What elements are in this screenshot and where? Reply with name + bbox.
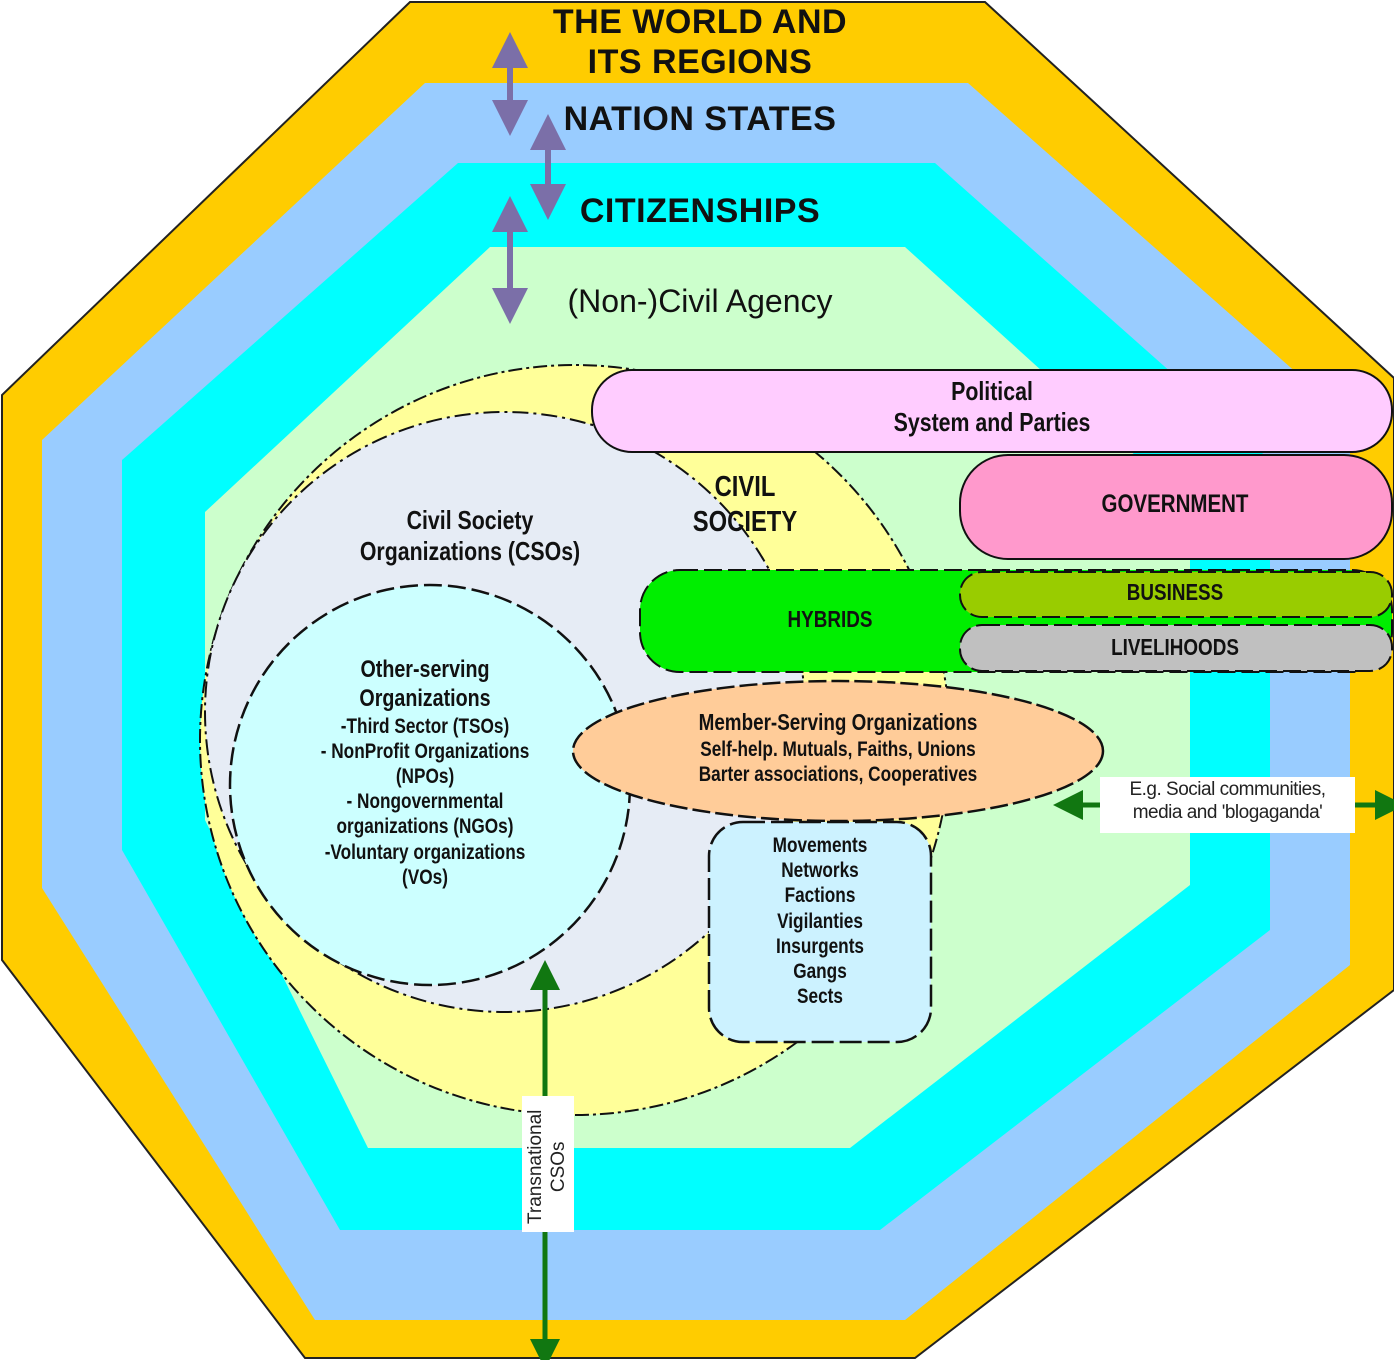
business-label: BUSINESS xyxy=(1126,579,1224,605)
livelihoods-box xyxy=(959,624,1393,672)
other-serving-item: -Third Sector (TSOs) xyxy=(340,714,510,738)
hybrids-label: HYBRIDS xyxy=(787,606,873,632)
movements-item: Movements xyxy=(772,834,868,857)
business-box xyxy=(959,571,1393,618)
member-serving-label: Member-Serving Organizations Self-help. … xyxy=(618,709,1058,787)
social-media-note-line-1: E.g. Social communities, xyxy=(1129,779,1326,800)
government-box xyxy=(959,454,1393,560)
social-media-note: E.g. Social communities, media and 'blog… xyxy=(1100,779,1355,825)
political-line-2: System and Parties xyxy=(893,407,1091,438)
transnational-label-bg xyxy=(522,1096,574,1232)
other-serving-item: organizations (NGOs) xyxy=(336,815,514,839)
movements-item: Vigilanties xyxy=(777,909,863,933)
transnational-line-1: Transnational xyxy=(525,1109,547,1225)
political-line-1: Political xyxy=(951,376,1033,406)
transnational-line-2: CSOs xyxy=(548,1141,569,1193)
social-media-note-bg xyxy=(1100,777,1355,833)
other-serving-item: (NPOs) xyxy=(395,764,455,788)
world-regions-line-1: THE WORLD AND xyxy=(552,3,848,41)
movements-item: Factions xyxy=(784,884,856,908)
civil-society-line-2: SOCIETY xyxy=(692,505,798,538)
movements-item: Networks xyxy=(781,859,859,883)
member-serving-title: Member-Serving Organizations xyxy=(698,709,978,735)
transnational-csos-label: Transnational CSOs xyxy=(525,1099,571,1235)
political-system-box xyxy=(591,369,1393,453)
nation-states-label: NATION STATES xyxy=(563,100,837,138)
other-serving-title-2: Organizations xyxy=(359,684,491,712)
civil-society-line-1: CIVIL xyxy=(714,471,776,503)
movements-box xyxy=(707,820,933,1044)
other-serving-title-1: Other-serving xyxy=(360,656,490,683)
civil-agency-label: (Non-)Civil Agency xyxy=(567,283,833,319)
civil-society-label: CIVIL SOCIETY xyxy=(660,470,830,540)
other-serving-item: - NonProfit Organizations xyxy=(320,739,530,763)
citizenships-label: CITIZENSHIPS xyxy=(579,192,821,230)
social-media-note-line-2: media and 'blogaganda' xyxy=(1132,801,1323,823)
other-serving-item: -Voluntary organizations xyxy=(324,840,526,864)
political-system-label: Political System and Parties xyxy=(792,376,1192,438)
movements-item: Sects xyxy=(797,985,843,1009)
livelihoods-label: LIVELIHOODS xyxy=(1111,634,1239,660)
member-serving-line-2: Self-help. Mutuals, Faiths, Unions xyxy=(700,737,976,761)
world-regions-line-2: ITS REGIONS xyxy=(587,43,813,81)
csos-label: Civil Society Organizations (CSOs) xyxy=(300,505,640,567)
csos-line-2: Organizations (CSOs) xyxy=(359,536,581,567)
movements-item: Insurgents xyxy=(775,934,865,958)
other-serving-item: - Nongovernmental xyxy=(346,790,504,814)
member-serving-line-3: Barter associations, Cooperatives xyxy=(698,762,978,786)
other-serving-item: (VOs) xyxy=(402,865,448,889)
other-serving-label: Other-serving Organizations -Third Secto… xyxy=(255,656,595,890)
movements-label: Movements Networks Factions Vigilanties … xyxy=(720,833,920,1009)
movements-item: Gangs xyxy=(793,959,847,983)
world-regions-label: THE WORLD AND ITS REGIONS xyxy=(540,0,860,84)
csos-line-1: Civil Society xyxy=(406,505,534,535)
government-label: GOVERNMENT xyxy=(1101,490,1249,518)
